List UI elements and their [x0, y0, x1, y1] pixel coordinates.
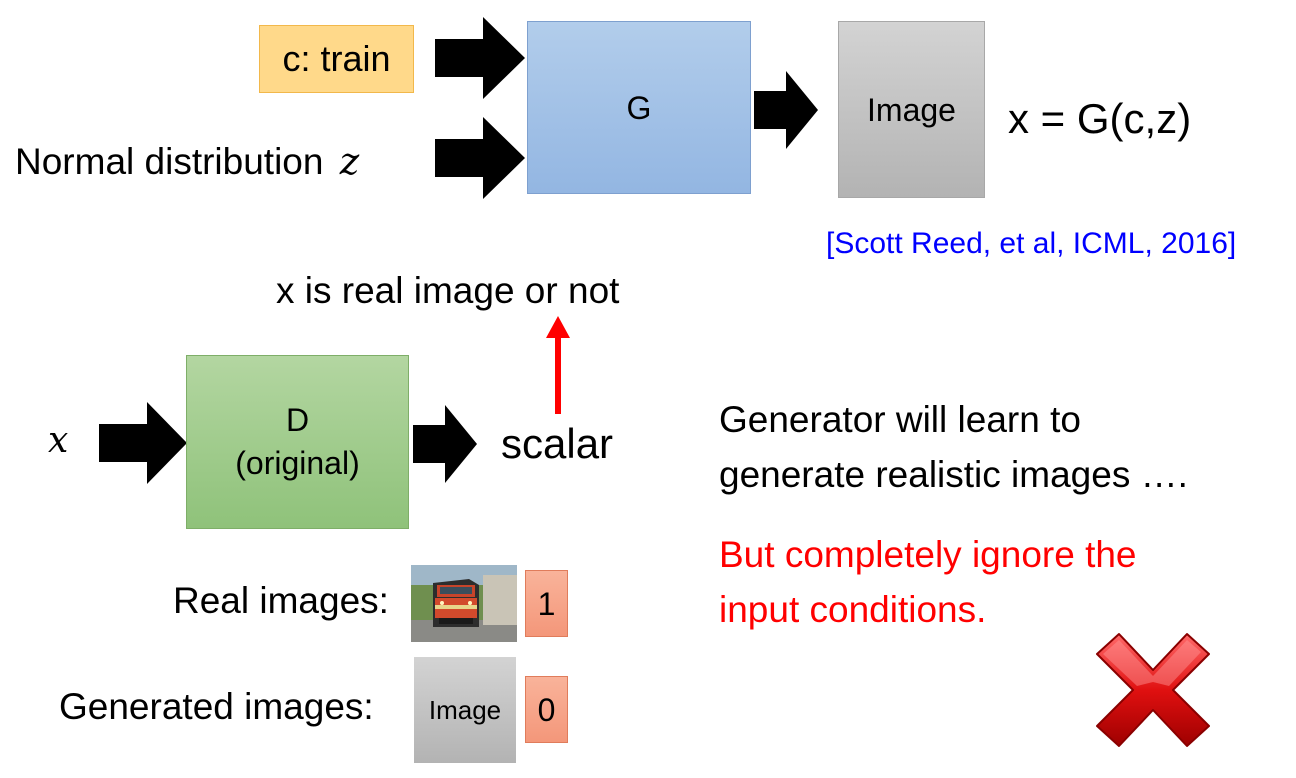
warning-line-1: But completely ignore the — [719, 534, 1137, 575]
right-arrow-icon — [99, 402, 187, 484]
discriminator-label: D — [285, 401, 310, 438]
scalar-output: scalar — [501, 420, 614, 467]
train-photo — [411, 565, 517, 642]
generated-label-value: 0 — [525, 676, 568, 743]
right-arrow-icon — [435, 17, 525, 99]
right-arrow-icon — [754, 71, 818, 149]
notes-block: Generator will learn to generate realist… — [719, 392, 1188, 502]
noise-symbol: z — [339, 140, 360, 183]
generated-image-label: Image — [867, 91, 956, 128]
generator-label: G — [626, 89, 652, 126]
note-line-1: Generator will learn to — [719, 399, 1081, 440]
real-value: 1 — [537, 585, 556, 622]
warning-line-2: input conditions. — [719, 589, 987, 630]
warning-block: But completely ignore the input conditio… — [719, 527, 1137, 637]
noise-label-row: Normal distribution z — [15, 143, 359, 180]
generated-example-label: Image — [428, 695, 502, 725]
generated-images-label: Generated images: — [59, 686, 374, 727]
generated-example-image: Image — [414, 657, 516, 763]
real-label-value: 1 — [525, 570, 568, 637]
right-arrow-icon — [435, 117, 525, 199]
generator-box: G — [527, 21, 751, 194]
note-line-2: generate realistic images …. — [719, 454, 1188, 495]
discriminator-sublabel: (original) — [235, 445, 360, 481]
condition-box: c: train — [259, 25, 414, 93]
up-arrow-icon — [546, 316, 570, 414]
generated-image-box: Image — [838, 21, 985, 198]
discriminator-box: D (original) — [186, 355, 409, 529]
discriminator-question: x is real image or not — [276, 270, 620, 311]
citation: [Scott Reed, et al, ICML, 2016] — [826, 227, 1237, 260]
input-symbol: x — [48, 420, 69, 461]
generator-equation: x = G(c,z) — [1008, 95, 1192, 142]
right-arrow-icon — [413, 405, 477, 483]
condition-label: c: train — [282, 38, 391, 79]
red-cross-icon — [1096, 633, 1210, 747]
real-images-label: Real images: — [173, 580, 389, 621]
noise-label: Normal distribution — [15, 141, 324, 182]
generated-value: 0 — [537, 691, 556, 728]
